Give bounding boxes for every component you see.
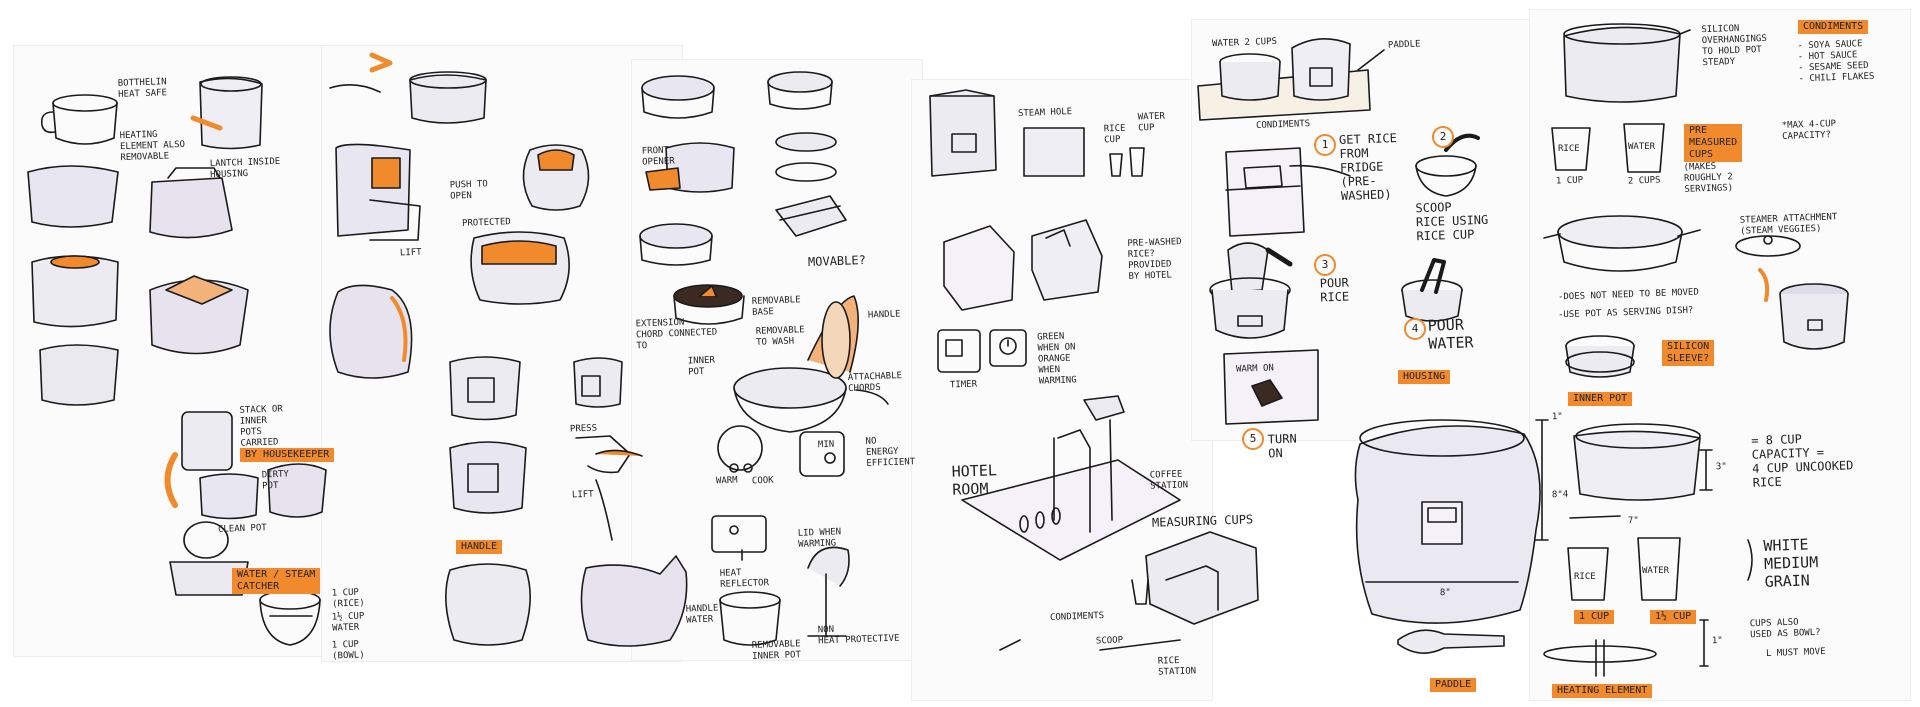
- board4-drawings: [929, 89, 1259, 651]
- cup-label-rice: RICE: [1558, 144, 1580, 154]
- note-dim-heat: 1": [1711, 635, 1723, 647]
- note-min: MIN: [817, 439, 835, 451]
- step-2-text: SCOOP RICE USING RICE CUP: [1415, 200, 1489, 244]
- note-capacity: = 8 cup capacity = 4 cup uncooked rice: [1751, 432, 1854, 490]
- step-1-text: GET RICE FROM FRIDGE (PRE- WASHED): [1338, 131, 1398, 203]
- cup-label-water-2: WATER: [1642, 566, 1670, 576]
- note-makes: (MAKES ROUGHLY 2 SERVINGS): [1683, 161, 1734, 195]
- note-green-when: GREEN WHEN ON ORANGE WHEN WARMING: [1037, 331, 1077, 387]
- note-heat-safe: BOTTHELIN HEAT SAFE: [117, 77, 168, 100]
- note-clean-pot: CLEAN POT: [217, 523, 267, 535]
- board3-drawings: [639, 71, 889, 646]
- board6-drawings: [1354, 23, 1849, 677]
- note-dim-top: 1": [1551, 411, 1563, 423]
- cup-label-water: WATER: [1628, 142, 1656, 152]
- tag-housing: HOUSING: [1398, 370, 1451, 384]
- note-dim-width: 8": [1439, 587, 1451, 599]
- note-scoop: SCOOP: [1095, 635, 1124, 647]
- step-4-text: POUR WATER: [1427, 315, 1474, 353]
- step-3-text: POUR RICE: [1319, 275, 1350, 305]
- note-condiments-5: CONDIMENTS: [1255, 119, 1311, 131]
- note-attachable: ATTACHABLE CHORDS: [847, 371, 903, 394]
- tag-condiments: CONDIMENTS: [1798, 20, 1869, 34]
- note-dim-small: 3": [1715, 461, 1727, 473]
- note-water-cup: WATER CUP: [1137, 111, 1166, 134]
- note-rice-station: RICE STATION: [1157, 655, 1197, 678]
- note-cup-rice: 1 CUP (RICE): [331, 587, 365, 610]
- note-condiments-4: CONDIMENTS: [1049, 611, 1105, 623]
- note-timer: TIMER: [949, 379, 978, 391]
- note-must-move: L MUST MOVE: [1765, 646, 1826, 660]
- step-5-text: TURN ON: [1267, 431, 1297, 461]
- note-energy: NO ENERGY EFFICIENT: [865, 436, 916, 469]
- note-press: PRESS: [569, 423, 598, 435]
- note-removable-wash: REMOVABLE TO WASH: [755, 325, 805, 348]
- note-warm-on: WARM ON: [1235, 363, 1275, 375]
- note-non-heat: NON HEAT PROTECTIVE: [817, 624, 900, 647]
- step-4-badge: 4: [1404, 318, 1426, 340]
- note-lid-warm: LID WHEN WARMING: [797, 527, 842, 550]
- step-5-badge: 5: [1242, 428, 1264, 450]
- tag-paddle: PADDLE: [1430, 678, 1477, 692]
- note-cup-bowl: 1 CUP (BOWL): [331, 639, 365, 662]
- tag-premeasured: PRE MEASURED CUPS: [1684, 124, 1743, 162]
- board2-drawings: [329, 52, 688, 647]
- note-lift: LIFT: [399, 247, 422, 259]
- note-dim-mid: 8"4: [1551, 489, 1569, 501]
- note-handle: HANDLE: [867, 309, 901, 321]
- note-front-opener: FRONT OPENER: [641, 145, 675, 168]
- note-cup-water: 1½ CUP WATER: [331, 611, 365, 634]
- note-heat-reflector: HEAT REFLECTOR: [719, 568, 770, 590]
- note-protected: PROTECTED: [461, 217, 511, 229]
- board5-drawings: [1197, 38, 1480, 425]
- note-heating-element: HEATING ELEMENT ALSO REMOVABLE: [119, 129, 186, 164]
- note-steam-hole: STEAM HOLE: [1017, 107, 1073, 119]
- note-lift-2: LIFT: [571, 489, 594, 501]
- tag-inner-pot: INNER POT: [1568, 392, 1633, 406]
- note-inner-pot: INNER POT: [687, 355, 716, 378]
- note-movable: MOVABLE?: [807, 252, 867, 270]
- note-stack: STACK OR INNER POTS CARRIED: [239, 404, 283, 449]
- note-warm: WARM: [715, 475, 738, 487]
- tag-handle: HANDLE: [456, 540, 503, 554]
- note-push-to-open: PUSH TO OPEN: [449, 179, 488, 202]
- note-coffee: COFFEE STATION: [1149, 469, 1189, 492]
- note-paddle-5: PADDLE: [1387, 39, 1421, 51]
- tag-1-cup: 1 CUP: [1574, 610, 1615, 624]
- step-2-badge: 2: [1432, 126, 1454, 148]
- note-silicon: SILICON OVERHANGINGS TO HOLD POT STEADY: [1701, 23, 1767, 69]
- note-prewashed: PRE-WASHED RICE? PROVIDED BY HOTEL: [1127, 237, 1182, 282]
- note-extension: EXTENSION CHORD CONNECTED TO: [635, 317, 718, 352]
- note-handle-water: HANDLE WATER: [685, 603, 719, 626]
- note-condiments-list: - SOYA SAUCE - HOT SAUCE - SESAME SEED -…: [1797, 39, 1875, 85]
- tag-heating-element: HEATING ELEMENT: [1552, 684, 1653, 698]
- note-cups-bowl: CUPS ALSO USED AS BOWL?: [1749, 617, 1821, 641]
- tag-silicon-sleeve: SILICON SLEEVE?: [1662, 340, 1715, 366]
- note-1-cup: 1 CUP: [1555, 175, 1584, 187]
- note-white-grain: WHITE MEDIUM GRAIN: [1763, 535, 1819, 591]
- cup-label-rice-2: RICE: [1574, 572, 1596, 582]
- note-cook: COOK: [751, 475, 774, 487]
- note-hotel-room: HOTEL ROOM: [951, 461, 998, 499]
- note-2-cups: 2 CUPS: [1627, 175, 1661, 187]
- step-1-badge: 1: [1314, 134, 1336, 156]
- note-dirty-pot: DIRTY POT: [261, 469, 290, 492]
- note-max-cup: *MAX 4-CUP CAPACITY?: [1781, 119, 1837, 142]
- note-steamer: STEAMER ATTACHMENT (STEAM VEGGIES): [1739, 212, 1838, 237]
- step-3-badge: 3: [1314, 254, 1336, 276]
- tag-housekeeper: BY HOUSEKEEPER: [240, 448, 335, 462]
- note-rice-cup: RICE CUP: [1103, 123, 1126, 146]
- note-dim-pot: 7": [1627, 515, 1639, 527]
- note-removable-inner: REMOVABLE INNER POT: [751, 639, 802, 662]
- note-latch: LANTCH INSIDE HOUSING: [209, 156, 281, 181]
- tag-1-half-cup: 1½ CUP: [1650, 610, 1697, 624]
- note-water-cups: WATER 2 CUPS: [1211, 36, 1278, 50]
- tag-steam-catcher: WATER / STEAM CATCHER: [232, 568, 321, 594]
- board1-drawings: [27, 76, 327, 646]
- note-removable-base: REMOVABLE BASE: [751, 295, 801, 318]
